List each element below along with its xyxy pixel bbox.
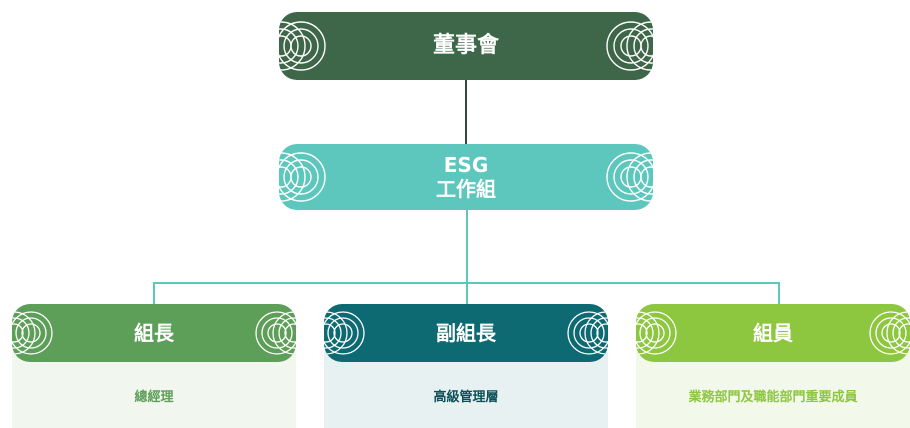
scallop-ornament-icon — [636, 311, 677, 355]
connector-board-esg — [465, 80, 467, 144]
board-node: 董事會 — [279, 12, 653, 80]
scallop-ornament-icon — [12, 311, 53, 355]
leader-node: 組長 — [12, 304, 296, 362]
deputy-node: 副組長 — [324, 304, 608, 362]
scallop-ornament-icon — [606, 152, 653, 202]
esg-group-node: ESG 工作組 — [279, 144, 653, 210]
leader-desc: 總經理 — [134, 389, 174, 405]
scallop-ornament-icon — [255, 311, 296, 355]
connector-deputy — [466, 282, 468, 304]
scallop-ornament-icon — [567, 311, 608, 355]
deputy-desc-panel: 高級管理層 — [324, 352, 608, 428]
member-desc-panel: 業務部門及職能部門重要成員 — [636, 352, 910, 428]
member-desc: 業務部門及職能部門重要成員 — [688, 389, 858, 405]
scallop-ornament-icon — [279, 21, 326, 71]
leader-desc-panel: 總經理 — [12, 352, 296, 428]
connector-esg-branch — [466, 210, 468, 283]
member-label: 組員 — [753, 321, 793, 345]
connector-leader — [153, 282, 155, 304]
scallop-ornament-icon — [606, 21, 653, 71]
esg-group-label-line2: 工作組 — [436, 177, 496, 201]
scallop-ornament-icon — [324, 311, 365, 355]
esg-group-label-line1: ESG — [443, 153, 489, 177]
deputy-label: 副組長 — [436, 321, 496, 345]
board-label: 董事會 — [432, 33, 499, 58]
scallop-ornament-icon — [869, 311, 910, 355]
scallop-ornament-icon — [279, 152, 326, 202]
connector-member — [778, 282, 780, 304]
leader-label: 組長 — [134, 321, 174, 345]
member-node: 組員 — [636, 304, 910, 362]
deputy-desc: 高級管理層 — [433, 389, 499, 405]
